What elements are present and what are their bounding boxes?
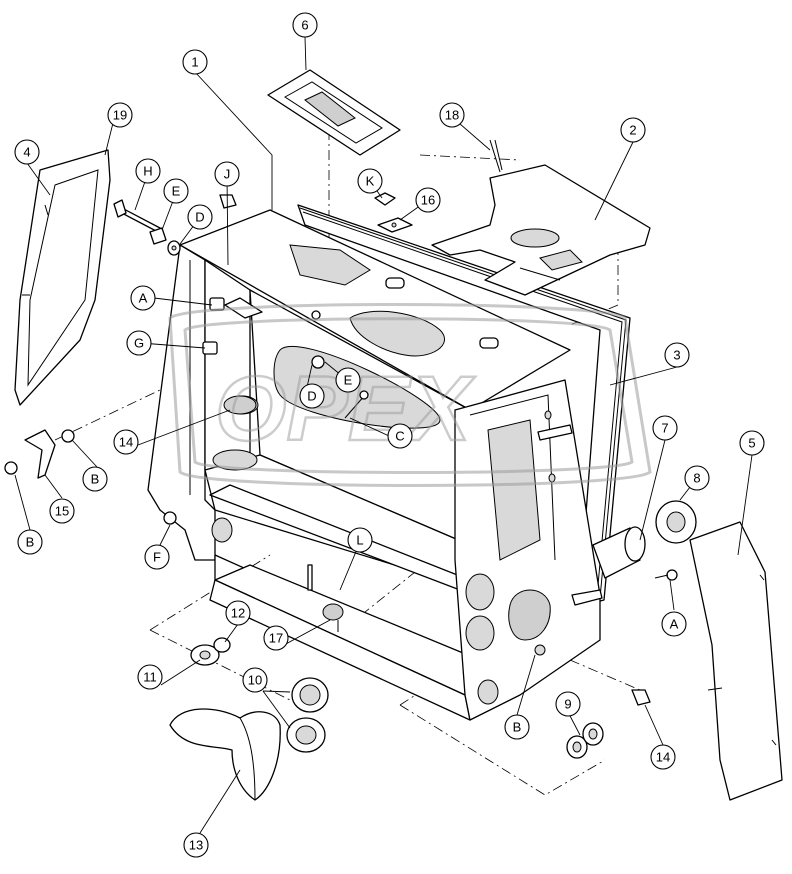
callout-7: 7	[652, 415, 678, 441]
callout-A-left: A	[130, 285, 156, 311]
svg-text:G: G	[134, 336, 144, 351]
svg-text:1: 1	[191, 55, 198, 70]
svg-text:A: A	[670, 617, 679, 632]
callout-D-upper: D	[187, 204, 213, 230]
svg-text:7: 7	[661, 421, 668, 436]
callout-14-right: 14	[650, 744, 676, 770]
svg-text:19: 19	[113, 108, 127, 123]
svg-text:H: H	[143, 164, 152, 179]
svg-text:10: 10	[248, 673, 262, 688]
svg-text:B: B	[91, 472, 100, 487]
callout-K: K	[357, 168, 383, 194]
svg-text:15: 15	[55, 504, 69, 519]
svg-text:13: 13	[189, 838, 203, 853]
callout-B-left: B	[17, 529, 43, 555]
svg-text:14: 14	[119, 435, 133, 450]
callout-17: 17	[263, 625, 289, 651]
svg-text:A: A	[139, 291, 148, 306]
part-18-pin	[489, 139, 503, 173]
part-15-bracket	[4, 429, 177, 525]
svg-text:18: 18	[445, 108, 459, 123]
svg-text:K: K	[366, 174, 375, 189]
callout-E-lower: E	[335, 367, 361, 393]
svg-text:D: D	[307, 389, 316, 404]
callout-15: 15	[49, 498, 75, 524]
callout-11: 11	[137, 664, 163, 690]
svg-text:6: 6	[301, 18, 308, 33]
svg-text:11: 11	[143, 670, 157, 685]
svg-text:3: 3	[673, 348, 680, 363]
callout-12: 12	[225, 600, 251, 626]
part-4-left-panel	[14, 149, 111, 406]
callouts: 1 2 3 4 5 6 7 8 9 10 11 12 13 14 14 15 1…	[14, 12, 765, 858]
svg-text:5: 5	[748, 436, 755, 451]
callout-3: 3	[664, 342, 690, 368]
svg-text:2: 2	[629, 123, 636, 138]
svg-text:F: F	[153, 550, 161, 565]
callout-16: 16	[415, 187, 441, 213]
bottom-parts	[169, 395, 651, 801]
svg-text:16: 16	[421, 193, 435, 208]
callout-9: 9	[555, 691, 581, 717]
callout-C: C	[387, 423, 413, 449]
callout-5: 5	[739, 430, 765, 456]
svg-text:17: 17	[269, 631, 283, 646]
callout-8: 8	[684, 465, 710, 491]
callout-13: 13	[183, 832, 209, 858]
part-5-right-panel	[689, 521, 783, 801]
svg-text:12: 12	[231, 606, 245, 621]
callout-J: J	[214, 161, 240, 187]
callout-E-upper: E	[163, 178, 189, 204]
svg-text:B: B	[26, 535, 35, 550]
callout-L: L	[347, 527, 373, 553]
callout-B-right: B	[504, 714, 530, 740]
part-2-cover	[431, 164, 651, 296]
svg-text:D: D	[195, 210, 204, 225]
callout-14-left: 14	[113, 429, 139, 455]
svg-text:J: J	[224, 167, 231, 182]
svg-text:E: E	[344, 373, 353, 388]
callout-10: 10	[242, 667, 268, 693]
callout-A-right: A	[661, 611, 687, 637]
callout-6: 6	[292, 12, 318, 38]
bolt-h-assembly	[113, 194, 237, 256]
part-6-plate	[267, 69, 401, 156]
callout-19: 19	[107, 102, 133, 128]
svg-text:B: B	[513, 720, 522, 735]
callout-H: H	[135, 158, 161, 184]
callout-B-bracket: B	[82, 466, 108, 492]
part-7-tube	[592, 500, 697, 581]
callout-F: F	[144, 544, 170, 570]
callout-D-lower: D	[299, 383, 325, 409]
main-frame-housing	[147, 209, 603, 721]
svg-text:14: 14	[656, 750, 670, 765]
callout-4: 4	[14, 139, 40, 165]
callout-G: G	[126, 330, 152, 356]
svg-text:E: E	[172, 184, 181, 199]
svg-text:C: C	[395, 429, 404, 444]
svg-text:8: 8	[693, 471, 700, 486]
svg-text:4: 4	[23, 145, 30, 160]
callout-2: 2	[620, 117, 646, 143]
part-k-wing-nut	[374, 192, 413, 233]
svg-text:9: 9	[564, 697, 571, 712]
callout-18: 18	[439, 102, 465, 128]
callout-1: 1	[182, 49, 208, 75]
svg-text:L: L	[356, 533, 363, 548]
